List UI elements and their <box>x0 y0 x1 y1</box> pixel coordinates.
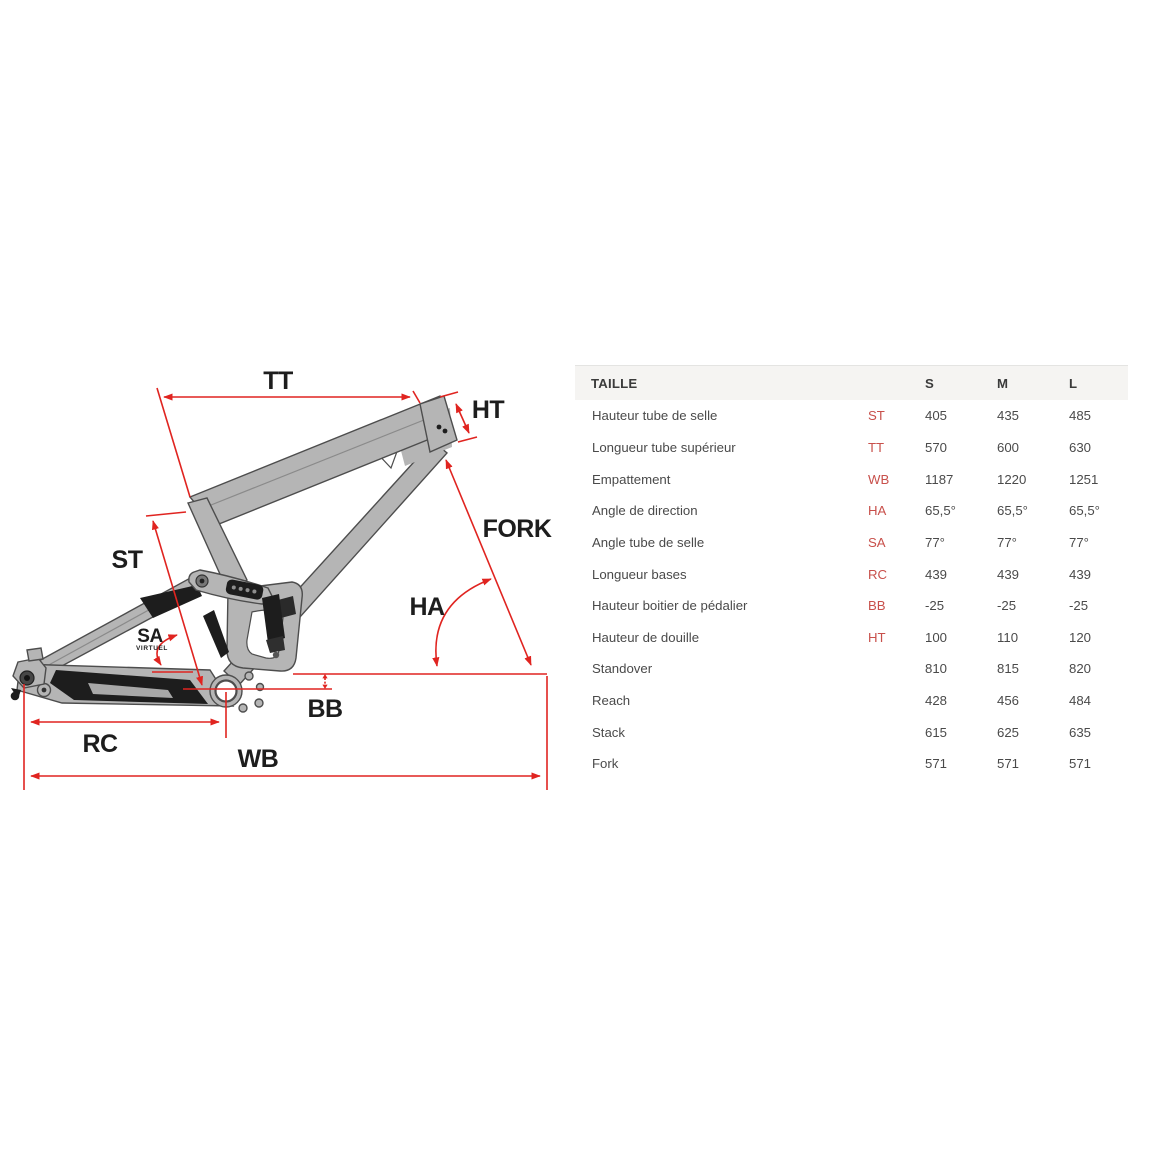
geometry-table: TAILLE S M L Hauteur tube de selle ST 40… <box>575 365 1128 780</box>
brand-badge <box>225 579 264 600</box>
table-row: Empattement WB 1187 1220 1251 <box>575 463 1128 495</box>
table-row: Angle tube de selle SA 77° 77° 77° <box>575 526 1128 559</box>
sa-dimension <box>152 634 193 673</box>
column-header-m: M <box>997 375 1008 391</box>
table-header-row: TAILLE S M L <box>575 365 1128 400</box>
ha-label: HA <box>409 593 445 621</box>
table-row: Hauteur boitier de pédalier BB -25 -25 -… <box>575 589 1128 622</box>
ht-label: HT <box>472 396 505 424</box>
table-row: Hauteur tube de selle ST 405 435 485 <box>575 400 1128 432</box>
head-tube <box>419 395 458 453</box>
st-label: ST <box>112 546 143 574</box>
ht-dimension <box>439 391 478 443</box>
tt-dimension <box>163 390 421 404</box>
table-row: Hauteur de douille HT 100 110 120 <box>575 621 1128 654</box>
seat-axis-extension <box>156 387 191 498</box>
bb-label: BB <box>307 695 342 723</box>
table-title: TAILLE <box>591 375 638 391</box>
sa-virtual-label: VIRTUEL <box>136 645 168 652</box>
bike-frame-illustration <box>10 395 458 713</box>
table-row: Reach 428 456 484 <box>575 684 1128 717</box>
derailleur-hanger <box>10 691 20 701</box>
dimension-labels: TT HT FORK HA ST SA VIRTUEL BB RC WB <box>82 367 552 773</box>
brake-mount <box>26 647 44 662</box>
table-row: Longueur bases RC 439 439 439 <box>575 558 1128 590</box>
table-row: Fork 571 571 571 <box>575 748 1128 780</box>
table-row: Standover 810 815 820 <box>575 653 1128 685</box>
rear-shock <box>262 594 296 659</box>
column-header-l: L <box>1069 375 1078 391</box>
bb-dimension <box>183 674 332 690</box>
table-row: Stack 615 625 635 <box>575 716 1128 749</box>
st-dimension <box>145 511 203 686</box>
seat-tube-guard <box>203 610 229 658</box>
table-row: Longueur tube supérieur TT 570 600 630 <box>575 431 1128 464</box>
wb-label: WB <box>238 745 279 773</box>
ha-dimension <box>432 578 492 667</box>
fork-label: FORK <box>483 515 552 543</box>
tt-label: TT <box>263 367 293 395</box>
fork-dimension <box>445 459 532 666</box>
column-header-s: S <box>925 375 934 391</box>
dimension-lines <box>23 387 548 790</box>
sa-label: SA <box>137 626 163 647</box>
table-row: Angle de direction HA 65,5° 65,5° 65,5° <box>575 494 1128 527</box>
rc-label: RC <box>82 730 118 758</box>
